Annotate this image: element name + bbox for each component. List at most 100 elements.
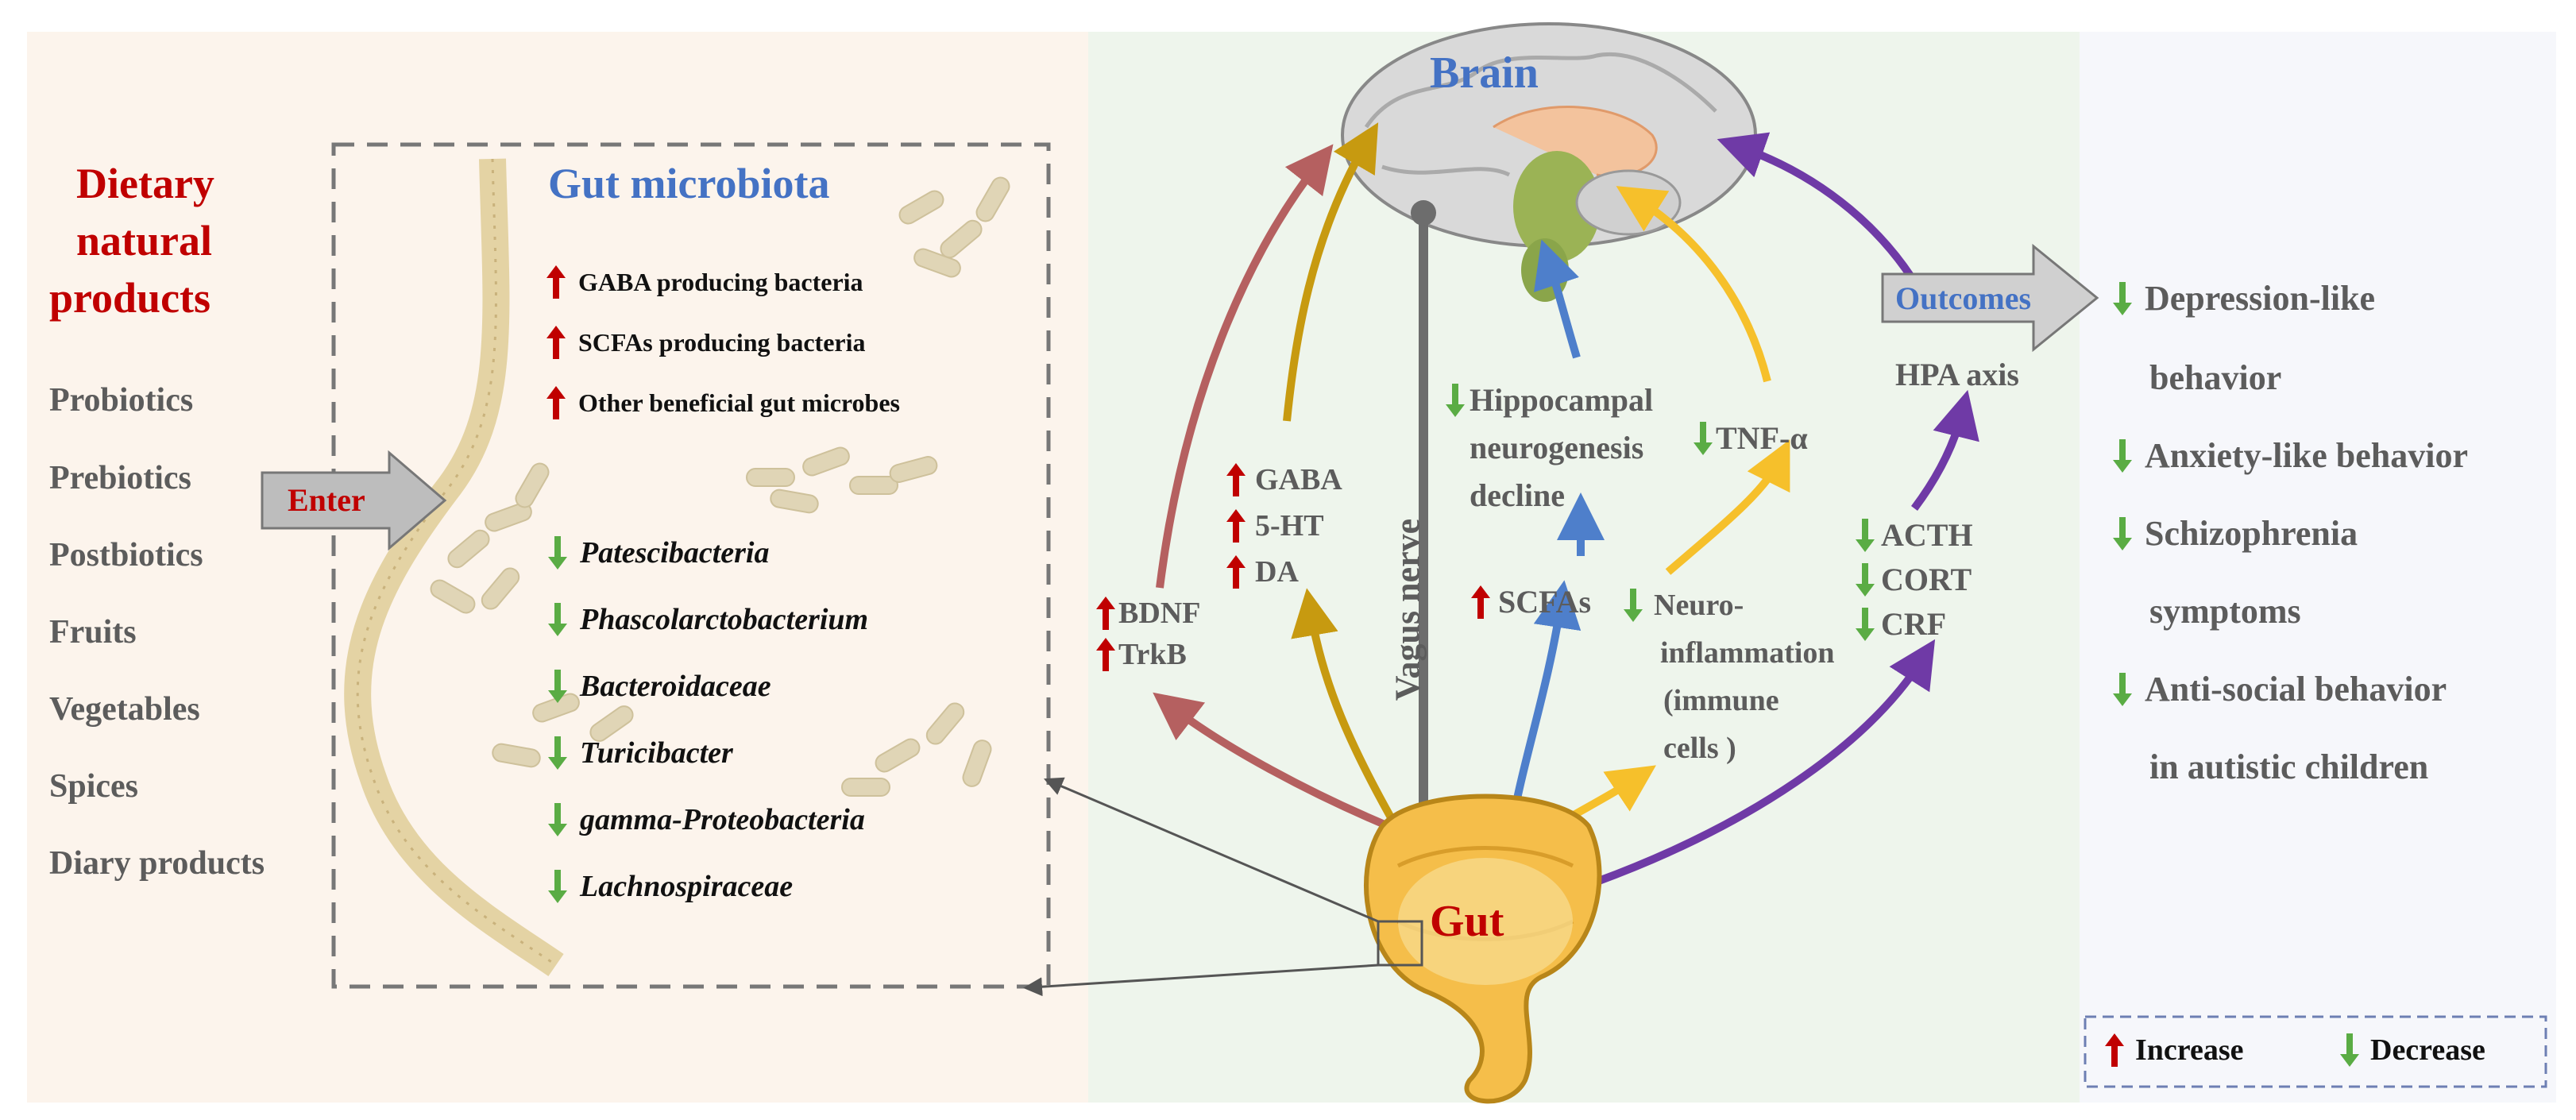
neuro-text: Neuro- <box>1654 589 1744 622</box>
increased-microbe-label: SCFAs producing bacteria <box>578 327 866 357</box>
microbiota-title: Gut microbiota <box>548 160 830 207</box>
decrease-arrow-icon <box>2340 1033 2359 1067</box>
decrease-arrow-icon <box>548 736 567 770</box>
decrease-arrow-icon <box>2113 281 2132 315</box>
dietary-item-diary-products: Diary products <box>49 845 265 882</box>
serotonin-text: 5-HT <box>1255 509 1324 543</box>
decrease-arrow-icon <box>548 870 567 903</box>
legend-increase: Increase <box>2105 1033 2244 1068</box>
serotonin-label: 5-HT <box>1226 508 1324 543</box>
bdnf-arrow-lower <box>1153 692 1400 834</box>
dietary-item-spices: Spices <box>49 768 139 805</box>
hippocampal-label: Hippocampal <box>1446 381 1653 419</box>
decrease-arrow-icon <box>1624 589 1643 622</box>
tnf-text: TNF-α <box>1716 420 1808 456</box>
decreased-microbe-label: Phascolarctobacterium <box>580 603 869 636</box>
dietary-item-probiotics: Probiotics <box>49 382 194 419</box>
microbiota-box <box>331 142 1051 989</box>
bdnf-text: BDNF <box>1118 597 1201 630</box>
legend-increase-text: Increase <box>2135 1033 2244 1067</box>
tnf-label: TNF-α <box>1694 419 1808 457</box>
enter-arrow <box>261 450 447 551</box>
decreased-microbe-3: Bacteroidaceae <box>548 669 771 704</box>
legend-decrease: Decrease <box>2340 1033 2485 1068</box>
cort-label: CORT <box>1856 561 1972 598</box>
decrease-arrow-icon <box>548 603 567 636</box>
outcome-schizophrenia: Schizophrenia <box>2113 513 2358 554</box>
outcome-text: Anti-social behavior <box>2145 670 2447 709</box>
neurogenesis-label: neurogenesis <box>1470 430 1644 465</box>
outcome-antisocial: Anti-social behavior <box>2113 669 2447 709</box>
increased-microbe-2: SCFAs producing bacteria <box>546 326 866 359</box>
hpa-arrow-middle <box>1910 389 1979 511</box>
decreased-microbe-1: Patescibacteria <box>548 535 769 570</box>
increased-microbe-label: GABA producing bacteria <box>578 267 863 296</box>
decrease-arrow-icon <box>1856 518 1875 552</box>
dietary-item-postbiotics: Postbiotics <box>49 537 203 574</box>
decreased-microbe-4: Turicibacter <box>548 736 733 770</box>
decrease-arrow-icon <box>1694 421 1713 455</box>
decrease-arrow-icon <box>548 536 567 570</box>
dietary-item-fruits: Fruits <box>49 614 137 651</box>
scfas-label: SCFAs <box>1471 583 1591 620</box>
outcomes-label: Outcomes <box>1895 280 2032 316</box>
increase-arrow-icon <box>1226 509 1246 543</box>
outcome-depression-line-2: behavior <box>2149 358 2282 397</box>
inflammation-label: inflammation <box>1660 636 1835 670</box>
decreased-microbe-label: Patescibacteria <box>580 536 770 570</box>
gut-membrane <box>344 158 564 977</box>
legend-decrease-text: Decrease <box>2370 1033 2485 1067</box>
decrease-arrow-icon <box>1856 607 1875 641</box>
scfas-text: SCFAs <box>1498 584 1592 620</box>
decreased-microbe-6: Lachnospiraceae <box>548 869 793 904</box>
neurotransmitter-arrow-lower <box>1291 588 1402 832</box>
cort-text: CORT <box>1881 562 1972 597</box>
bdnf-arrow-upper <box>1156 144 1334 589</box>
connector-line-lower <box>1023 964 1379 997</box>
decrease-arrow-icon <box>1446 383 1465 417</box>
immune-label: (immune <box>1663 684 1779 717</box>
outcome-text: Anxiety-like behavior <box>2145 436 2468 475</box>
increase-arrow-icon <box>1471 585 1490 619</box>
legend-box <box>2084 1015 2547 1088</box>
neuroinflammation-label: Neuro- <box>1624 588 1744 623</box>
enter-label: Enter <box>288 482 365 518</box>
connector-line-upper <box>1043 777 1379 923</box>
gaba-label: GABA <box>1226 462 1342 497</box>
hpa-arrow-lower <box>1595 639 1936 886</box>
cells-label: cells ) <box>1663 732 1736 765</box>
brain-label: Brain <box>1430 48 1539 98</box>
brain-illustration <box>1341 22 1757 302</box>
decrease-arrow-icon <box>1856 562 1875 597</box>
dietary-title-line-3: products <box>49 274 211 322</box>
decreased-microbe-label: Lachnospiraceae <box>580 870 794 903</box>
acth-text: ACTH <box>1881 517 1973 553</box>
dopamine-label: DA <box>1226 554 1299 589</box>
increase-arrow-icon <box>546 265 566 299</box>
tnf-arrow-upper <box>1616 186 1771 383</box>
hippocampal-text: Hippocampal <box>1470 382 1654 418</box>
decreased-microbe-label: Turicibacter <box>580 736 733 770</box>
decline-label: decline <box>1470 477 1565 513</box>
trkb-text: TrkB <box>1118 638 1187 671</box>
decrease-arrow-icon <box>548 803 567 836</box>
crf-text: CRF <box>1881 606 1947 642</box>
decreased-microbe-2: Phascolarctobacterium <box>548 602 868 637</box>
vagus-nerve-label: Vagus nerve <box>1388 518 1427 701</box>
increase-arrow-icon <box>1096 638 1115 671</box>
hpa-axis-label: HPA axis <box>1895 357 2019 392</box>
decrease-arrow-icon <box>2113 516 2132 550</box>
decrease-arrow-icon <box>2113 672 2132 706</box>
right-panel <box>2080 32 2556 1103</box>
trkb-label: TrkB <box>1096 637 1187 672</box>
outcome-anxiety: Anxiety-like behavior <box>2113 435 2468 476</box>
dietary-title-line-2: natural <box>76 217 213 265</box>
increase-arrow-icon <box>1226 463 1246 496</box>
dietary-item-prebiotics: Prebiotics <box>49 460 191 496</box>
dietary-title-line-1: Dietary <box>76 160 214 207</box>
inflammation-arrow-middle <box>1665 439 1790 575</box>
increase-arrow-icon <box>1226 555 1246 589</box>
decrease-arrow-icon <box>548 670 567 703</box>
decreased-microbe-5: gamma-Proteobacteria <box>548 802 865 837</box>
